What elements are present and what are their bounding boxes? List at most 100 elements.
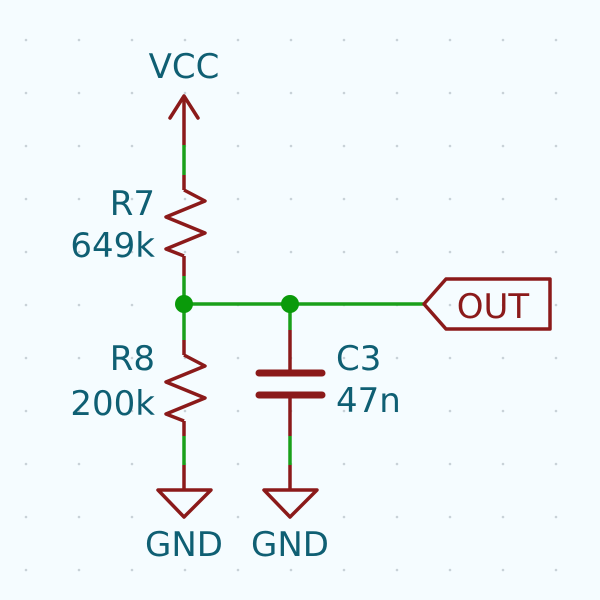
grid-dot [77,409,81,413]
grid-dot [395,515,399,519]
grid-dot [24,462,28,466]
grid-dot [395,197,399,201]
grid-dot [130,144,134,148]
grid-dot [554,197,558,201]
capacitor-c3[interactable]: C3 47n [255,330,401,436]
grid-dot [395,356,399,360]
grid-dot [183,38,187,42]
gnd-power-symbol-left[interactable]: GND [145,465,223,565]
grid-dot [448,144,452,148]
gnd-power-symbol-right[interactable]: GND [251,465,329,565]
grid-dot [448,568,452,572]
gnd-label-right: GND [251,525,329,565]
grid-dot [236,250,240,254]
grid-dot [395,568,399,572]
grid-dot [554,303,558,307]
grid-dot [289,197,293,201]
grid-dot [448,197,452,201]
grid-dot [395,462,399,466]
grid-dot [130,515,134,519]
grid-dot [236,409,240,413]
grid-dot [554,250,558,254]
grid-dot [130,303,134,307]
grid-dot [24,91,28,95]
grid-dot [501,409,505,413]
grid-dot [77,462,81,466]
grid-dot [501,303,505,307]
grid-dot [130,91,134,95]
grid-dot [236,356,240,360]
grid-dot [501,356,505,360]
grid-dot [554,91,558,95]
grid-dot [448,250,452,254]
grid-dot [130,568,134,572]
grid-dot [342,515,346,519]
grid-dot [24,38,28,42]
grid-dot [395,91,399,95]
grid-dot [24,409,28,413]
grid-dot [289,38,293,42]
grid-dot [24,303,28,307]
grid-dot [289,250,293,254]
grid-dot [77,356,81,360]
vcc-power-symbol[interactable]: VCC [149,47,220,145]
grid-dot [501,197,505,201]
grid-dot [289,144,293,148]
grid-dot [448,303,452,307]
grid-dot [395,38,399,42]
c3-reference: C3 [336,339,381,379]
r8-value: 200k [70,384,155,424]
grid-dot [236,144,240,148]
grid-dot [554,38,558,42]
grid-dot [342,197,346,201]
grid-dot [130,38,134,42]
grid-dot [501,91,505,95]
grid-dot [342,144,346,148]
grid-dot [342,568,346,572]
grid-dot [448,462,452,466]
grid-dot [77,91,81,95]
grid-dot [342,409,346,413]
grid-dot [183,568,187,572]
grid-dot [24,356,28,360]
grid-dot [77,568,81,572]
r7-reference: R7 [110,184,155,224]
grid-dot [554,144,558,148]
grid-dot [501,144,505,148]
output-global-label[interactable]: OUT [422,277,552,331]
grid-dot [77,250,81,254]
grid-dot [77,303,81,307]
grid-dot [77,515,81,519]
grid-dot [183,197,187,201]
grid-dot [24,250,28,254]
grid-dot [554,568,558,572]
grid-dot [77,197,81,201]
grid-dot [24,144,28,148]
grid-dot [236,515,240,519]
grid-dot [501,38,505,42]
gnd-label-left: GND [145,525,223,565]
r7-value: 649k [70,226,155,266]
grid-dot [448,38,452,42]
grid-dot [183,409,187,413]
grid-dot [130,409,134,413]
grid-dot [448,356,452,360]
grid-dot [554,409,558,413]
junction-dot [175,295,193,313]
grid-dot [236,38,240,42]
resistor-r8[interactable]: R8 200k [70,339,207,436]
out-label-text: OUT [457,287,530,327]
grid-dot [342,38,346,42]
grid-dot [342,462,346,466]
grid-dot [448,91,452,95]
grid-dot [183,250,187,254]
grid-dot [448,409,452,413]
grid-dot [395,409,399,413]
grid-dot [342,356,346,360]
grid-dot [554,462,558,466]
r8-reference: R8 [110,339,155,379]
resistor-r7[interactable]: R7 649k [70,175,207,276]
grid-dot [24,568,28,572]
